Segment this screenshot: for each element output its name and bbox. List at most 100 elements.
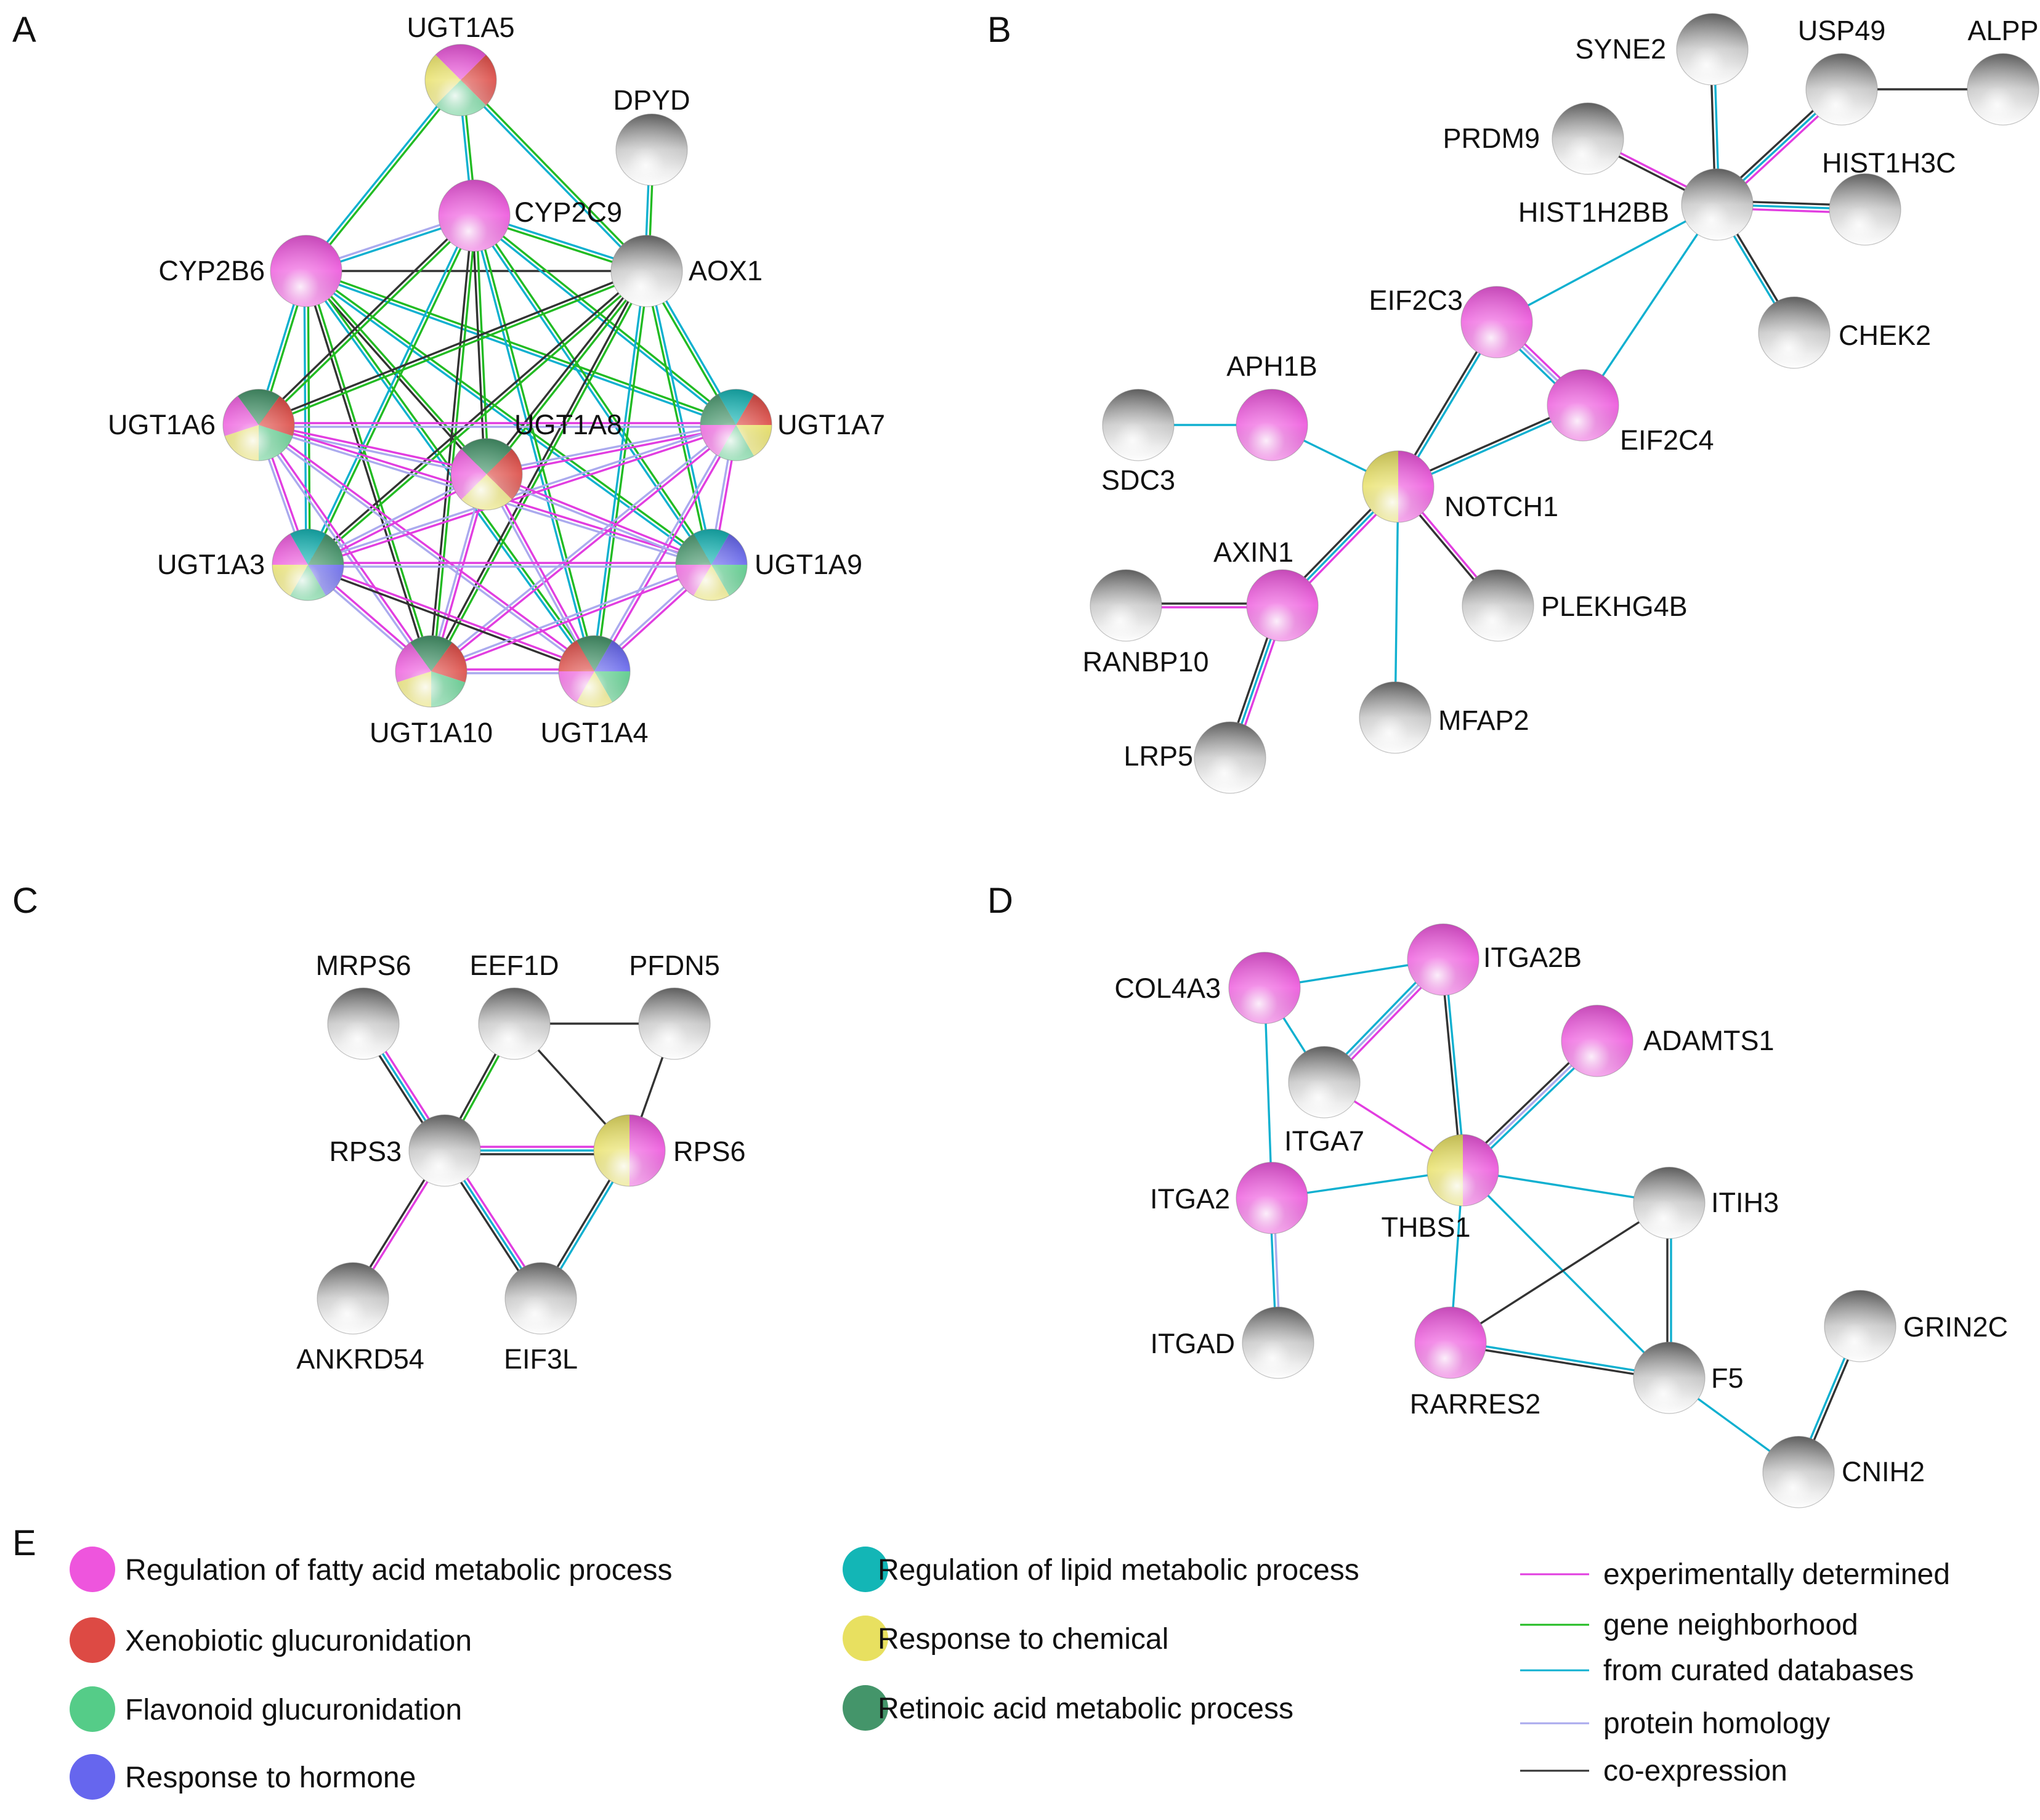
node-itga2[interactable] — [1236, 1162, 1308, 1234]
node-cyp2c9[interactable] — [438, 179, 511, 252]
edge-cyp2b6-ugt1a9 — [304, 268, 714, 568]
edge-ugt1a9-ugt1a10 — [429, 562, 713, 674]
node-ugt1a7[interactable] — [700, 389, 772, 461]
node-label-ankrd54: ANKRD54 — [296, 1343, 424, 1375]
node-label-usp49: USP49 — [1798, 15, 1886, 46]
node-cnih2[interactable] — [1762, 1436, 1835, 1508]
node-highlight — [1415, 1307, 1486, 1378]
node-aph1b[interactable] — [1236, 389, 1308, 461]
edge-ugt1a3-ugt1a4 — [306, 562, 596, 674]
node-outline — [1633, 1341, 1706, 1414]
node-thbs1[interactable] — [1427, 1134, 1499, 1207]
node-eif2c3[interactable] — [1460, 286, 1533, 358]
node-label-itih3: ITIH3 — [1711, 1187, 1779, 1218]
node-chek2[interactable] — [1758, 296, 1831, 369]
node-label-ranbp10: RANBP10 — [1082, 646, 1208, 677]
node-ankrd54[interactable] — [317, 1262, 389, 1335]
node-outline — [1359, 681, 1431, 754]
edge-line-cur — [471, 215, 594, 673]
node-ugt1a5[interactable] — [424, 44, 497, 116]
legend-edge-label-exp: experimentally determined — [1603, 1558, 1950, 1591]
edge-line-exp — [487, 472, 597, 672]
node-outline — [615, 113, 688, 186]
node-highlight — [1359, 682, 1431, 753]
edge-notch1-mfap2 — [1394, 485, 1399, 719]
node-eif3l[interactable] — [504, 1262, 577, 1335]
node-label-rarres2: RARRES2 — [1410, 1388, 1541, 1420]
node-cyp2b6[interactable] — [270, 235, 342, 307]
node-plekhg4b[interactable] — [1462, 569, 1534, 642]
node-itgad[interactable] — [1242, 1306, 1314, 1379]
edge-line-nei — [432, 214, 477, 673]
node-outline — [675, 528, 748, 601]
node-rarres2[interactable] — [1414, 1306, 1487, 1379]
node-lrp5[interactable] — [1194, 721, 1266, 794]
node-highlight — [270, 235, 342, 307]
edge-line-nei — [308, 271, 649, 567]
node-prdm9[interactable] — [1552, 102, 1624, 175]
node-mrps6[interactable] — [327, 987, 400, 1060]
node-ugt1a4[interactable] — [558, 635, 631, 708]
edge-line-cur — [1449, 1340, 1671, 1377]
node-label-cnih2: CNIH2 — [1842, 1456, 1925, 1487]
node-outline — [1427, 1134, 1499, 1207]
edge-eif2c3-hist1h2bb — [1496, 203, 1718, 323]
node-syne2[interactable] — [1676, 13, 1749, 86]
panel-letter-e: E — [12, 1523, 36, 1563]
node-highlight — [1806, 54, 1877, 125]
node-pfdn5[interactable] — [638, 987, 711, 1060]
node-sdc3[interactable] — [1102, 389, 1175, 461]
edge-line-nei — [259, 216, 477, 427]
node-rps6[interactable] — [593, 1114, 666, 1187]
node-outline — [504, 1262, 577, 1335]
node-hist1h2bb[interactable] — [1681, 168, 1754, 241]
node-alpp[interactable] — [1967, 53, 2039, 126]
node-outline — [1242, 1306, 1314, 1379]
node-ugt1a3[interactable] — [272, 528, 344, 601]
node-usp49[interactable] — [1805, 53, 1878, 126]
node-label-lrp5: LRP5 — [1123, 740, 1193, 772]
node-itga2b[interactable] — [1407, 923, 1479, 996]
node-label-rps3: RPS3 — [329, 1136, 402, 1167]
node-outline — [1362, 450, 1435, 523]
node-label-ugt1a7: UGT1A7 — [777, 409, 885, 440]
node-highlight — [700, 389, 772, 461]
node-rps3[interactable] — [408, 1114, 481, 1187]
node-highlight — [1236, 1162, 1308, 1234]
node-highlight — [272, 529, 344, 601]
edge-cyp2c9-ugt1a9 — [471, 213, 714, 567]
node-adamts1[interactable] — [1561, 1005, 1633, 1077]
node-ugt1a8[interactable] — [450, 438, 523, 511]
node-ranbp10[interactable] — [1090, 569, 1162, 642]
node-dpyd[interactable] — [615, 113, 688, 186]
edge-line-exp — [431, 565, 713, 674]
node-eif2c4[interactable] — [1547, 369, 1619, 442]
node-label-itga2b: ITGA2B — [1483, 942, 1582, 973]
edge-line-hom — [256, 425, 594, 674]
node-itih3[interactable] — [1633, 1167, 1706, 1239]
node-eef1d[interactable] — [478, 987, 551, 1060]
legend-swatch-fa — [70, 1547, 115, 1592]
legend-label-xe: Xenobiotic glucuronidation — [125, 1625, 472, 1657]
edge-line-hom — [306, 422, 737, 564]
node-mfap2[interactable] — [1359, 681, 1431, 754]
node-outline — [395, 635, 467, 708]
node-notch1[interactable] — [1362, 450, 1435, 523]
node-axin1[interactable] — [1246, 569, 1319, 642]
node-outline — [1102, 389, 1175, 461]
node-aox1[interactable] — [610, 235, 683, 307]
node-ugt1a9[interactable] — [675, 528, 748, 601]
node-hist1h3c[interactable] — [1829, 173, 1901, 246]
node-label-ugt1a6: UGT1A6 — [108, 409, 216, 440]
node-ugt1a6[interactable] — [222, 389, 295, 461]
node-itga7[interactable] — [1288, 1046, 1361, 1118]
node-outline — [593, 1114, 666, 1187]
node-highlight — [1242, 1307, 1314, 1378]
node-ugt1a10[interactable] — [395, 635, 467, 708]
node-col4a3[interactable] — [1228, 952, 1301, 1024]
node-f5[interactable] — [1633, 1341, 1706, 1414]
node-grin2c[interactable] — [1824, 1290, 1896, 1362]
node-outline — [317, 1262, 389, 1335]
node-outline — [558, 635, 631, 708]
